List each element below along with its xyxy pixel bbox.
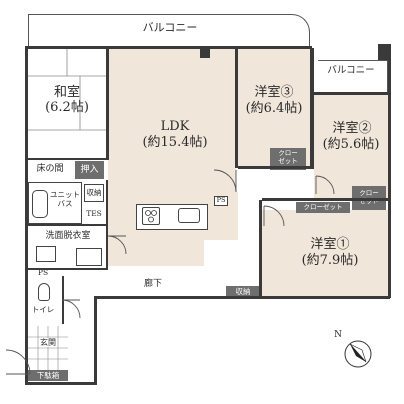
ldk-label: LDK <box>160 119 190 134</box>
wall-entry-right <box>94 296 97 384</box>
tatami-lines <box>28 48 106 158</box>
washbasin-icon <box>36 246 56 262</box>
wall-bath-right <box>106 180 108 270</box>
getabako-label: 下駄箱 <box>36 371 60 380</box>
north-label: N <box>334 330 342 340</box>
wall-bath-bottom <box>28 224 108 226</box>
ps-kitchen: PS <box>214 196 228 206</box>
balcony-main <box>28 14 310 48</box>
getabako: 下駄箱 <box>28 370 68 381</box>
toilet-icon <box>38 283 50 301</box>
ps-toilet-label: PS <box>37 268 49 277</box>
stove-icon <box>142 207 160 225</box>
closet1: クローゼット <box>296 202 350 213</box>
youshitsu2-size: (約5.6帖) <box>322 137 380 152</box>
bath-storage-label: 収納 <box>86 188 102 197</box>
youshitsu1-label: 洋室① <box>310 237 350 252</box>
wall-entry-bottom <box>25 382 97 385</box>
washitsu-label: 和室 <box>53 85 80 100</box>
hall-storage-label: 収納 <box>235 287 251 296</box>
wall-washitsu-bottom <box>28 158 108 160</box>
wall-y3-right <box>310 48 314 168</box>
bath-storage: 収納 <box>84 184 104 202</box>
wall-right-pillar <box>378 44 390 60</box>
washer-icon <box>76 248 102 266</box>
youshitsu2-room <box>314 94 388 198</box>
ps-kitchen-label: PS <box>216 196 226 204</box>
sink-icon <box>178 208 200 223</box>
tes-label: TES <box>86 209 102 218</box>
wall-y3-bottom <box>238 166 314 169</box>
wall-y2-top <box>314 92 390 95</box>
wall-wash-bottom <box>28 268 108 270</box>
unit-bath-label: ユニット バス <box>50 190 80 208</box>
youshitsu1-size: (約7.9帖) <box>301 253 359 268</box>
wall-top-left <box>26 46 312 49</box>
closet3-label: クロー ゼット <box>278 149 298 165</box>
wall-left <box>25 46 28 384</box>
oshiire-storage: 押入 <box>75 161 104 179</box>
youshitsu2-label: 洋室② <box>332 121 372 136</box>
north-arrow <box>336 332 376 372</box>
youshitsu3-size: (約6.4帖) <box>245 101 303 116</box>
wall-washitsu-right <box>106 48 109 160</box>
genkan-label-text: 玄関 <box>39 338 57 347</box>
washroom-label: 洗面脱衣室 <box>45 231 91 241</box>
ldk-size: (約15.4帖) <box>142 135 208 150</box>
corridor-label: 廊下 <box>143 279 162 289</box>
wall-ldk-right <box>235 48 238 168</box>
youshitsu3-label: 洋室③ <box>254 85 294 100</box>
youshitsu1-room <box>262 210 388 296</box>
hall-storage: 収納 <box>226 286 260 298</box>
toilet-label: トイレ <box>31 305 55 314</box>
tokonoma <box>28 160 72 180</box>
closet1-label: クローゼット <box>303 203 343 211</box>
wall-y1-top <box>262 198 390 201</box>
washitsu-size: (6.2帖) <box>45 100 89 115</box>
balcony-side-label: バルコニー <box>327 65 375 76</box>
wall-y1-left <box>259 200 262 298</box>
bathtub-icon <box>32 190 48 218</box>
tokonoma-label: 床の間 <box>36 164 64 174</box>
wall-right <box>388 44 391 298</box>
balcony-side <box>318 60 388 92</box>
balcony-main-label: バルコニー <box>142 21 198 34</box>
wall-pillar-mid <box>200 46 210 58</box>
closet3: クロー ゼット <box>270 148 306 170</box>
genkan-tiles <box>28 326 68 370</box>
genkan-label: 玄関 <box>28 338 68 348</box>
youshitsu3-room <box>238 48 310 166</box>
kitchen-counter <box>136 204 208 230</box>
wall-bottom <box>96 296 390 299</box>
